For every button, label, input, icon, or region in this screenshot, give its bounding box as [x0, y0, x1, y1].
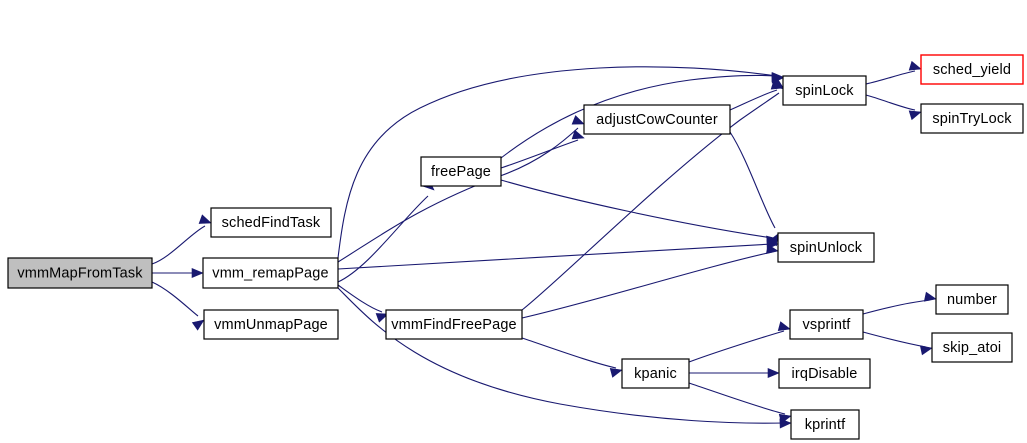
node-vmm_remapPage[interactable]: vmm_remapPage — [202, 257, 339, 289]
node-box-vmm_remapPage[interactable] — [202, 257, 339, 289]
node-label-schedFindTask: schedFindTask — [222, 215, 321, 231]
node-label-skip_atoi: skip_atoi — [943, 340, 1002, 356]
node-vsprintf[interactable]: vsprintf — [789, 309, 864, 340]
edge-vmmMapFromTask-to-vmm_remapPage — [152, 267, 204, 279]
edge-kpanic-to-kprintf — [688, 382, 792, 424]
node-label-spinLock: spinLock — [795, 83, 854, 99]
edge-kpanic-to-irqDisable — [689, 367, 780, 379]
edge-vmm_remapPage-to-vmmFindFreePage — [337, 284, 389, 323]
edge-freePage-to-spinUnlock — [500, 179, 779, 246]
node-label-sched_yield: sched_yield — [933, 62, 1011, 78]
edge-vmmFindFreePage-to-spinUnlock — [521, 244, 779, 319]
node-skip_atoi[interactable]: skip_atoi — [931, 332, 1013, 363]
node-box-kpanic[interactable] — [621, 358, 690, 389]
edge-adjustCowCounter-to-spinUnlock — [729, 131, 779, 247]
edge-vmm_remapPage-to-spinUnlock — [337, 239, 779, 270]
node-label-irqDisable: irqDisable — [792, 366, 858, 382]
node-spinLock[interactable]: spinLock — [782, 75, 867, 106]
edge-spinLock-to-sched_yield — [865, 60, 922, 85]
node-box-number[interactable] — [935, 284, 1009, 315]
edge-vmm_remapPage-to-kprintf — [337, 287, 792, 429]
node-box-sched_yield[interactable] — [920, 54, 1024, 85]
node-irqDisable[interactable]: irqDisable — [778, 358, 871, 389]
node-sched_yield[interactable]: sched_yield — [920, 54, 1024, 85]
edge-vsprintf-to-number — [862, 291, 937, 315]
node-label-vmmUnmapPage: vmmUnmapPage — [214, 317, 328, 333]
node-spinTryLock[interactable]: spinTryLock — [920, 103, 1024, 134]
edge-vmmFindFreePage-to-kpanic — [521, 337, 623, 378]
node-box-kprintf[interactable] — [790, 409, 860, 440]
node-box-spinLock[interactable] — [782, 75, 867, 106]
edge-vmmFindFreePage-to-spinLock — [521, 78, 785, 311]
node-box-vmmUnmapPage[interactable] — [203, 309, 339, 340]
edge-kpanic-to-vsprintf — [688, 321, 791, 363]
node-schedFindTask[interactable]: schedFindTask — [210, 207, 332, 238]
node-kpanic[interactable]: kpanic — [621, 358, 690, 389]
edge-vmm_remapPage-to-adjustCowCounter — [337, 115, 585, 263]
node-label-spinTryLock: spinTryLock — [932, 111, 1012, 127]
edge-spinLock-to-spinTryLock — [865, 94, 922, 121]
node-label-vmm_remapPage: vmm_remapPage — [212, 265, 328, 281]
node-spinUnlock[interactable]: spinUnlock — [777, 232, 875, 263]
node-label-vmmMapFromTask: vmmMapFromTask — [17, 265, 143, 281]
node-box-spinTryLock[interactable] — [920, 103, 1024, 134]
node-number[interactable]: number — [935, 284, 1009, 315]
node-label-adjustCowCounter: adjustCowCounter — [596, 112, 718, 128]
node-box-freePage[interactable] — [420, 156, 502, 187]
edge-vmmMapFromTask-to-schedFindTask — [151, 214, 212, 265]
node-vmmFindFreePage[interactable]: vmmFindFreePage — [385, 309, 523, 340]
node-label-kpanic: kpanic — [634, 366, 677, 382]
node-label-vsprintf: vsprintf — [803, 317, 852, 333]
node-adjustCowCounter[interactable]: adjustCowCounter — [583, 104, 731, 135]
node-label-vmmFindFreePage: vmmFindFreePage — [391, 317, 517, 333]
node-label-freePage: freePage — [431, 164, 491, 180]
node-vmmUnmapPage[interactable]: vmmUnmapPage — [203, 309, 339, 340]
edge-vmmMapFromTask-to-vmmUnmapPage — [151, 281, 205, 331]
node-label-kprintf: kprintf — [805, 417, 846, 433]
node-vmmMapFromTask[interactable]: vmmMapFromTask — [7, 257, 153, 289]
node-box-vmmMapFromTask[interactable] — [7, 257, 153, 289]
node-label-number: number — [947, 292, 997, 308]
node-box-adjustCowCounter[interactable] — [583, 104, 731, 135]
node-box-spinUnlock[interactable] — [777, 232, 875, 263]
node-box-vsprintf[interactable] — [789, 309, 864, 340]
node-box-skip_atoi[interactable] — [931, 332, 1013, 363]
edge-vsprintf-to-skip_atoi — [862, 331, 933, 356]
node-freePage[interactable]: freePage — [420, 156, 502, 187]
node-kprintf[interactable]: kprintf — [790, 409, 860, 440]
edge-freePage-to-adjustCowCounter — [500, 129, 585, 169]
edge-vmm_remapPage-to-spinLock — [337, 66, 784, 259]
node-label-spinUnlock: spinUnlock — [790, 240, 863, 256]
node-box-irqDisable[interactable] — [778, 358, 871, 389]
node-box-schedFindTask[interactable] — [210, 207, 332, 238]
node-box-vmmFindFreePage[interactable] — [385, 309, 523, 340]
node-layer: vmmMapFromTask schedFindTask vmm_remapPage… — [7, 54, 1024, 440]
